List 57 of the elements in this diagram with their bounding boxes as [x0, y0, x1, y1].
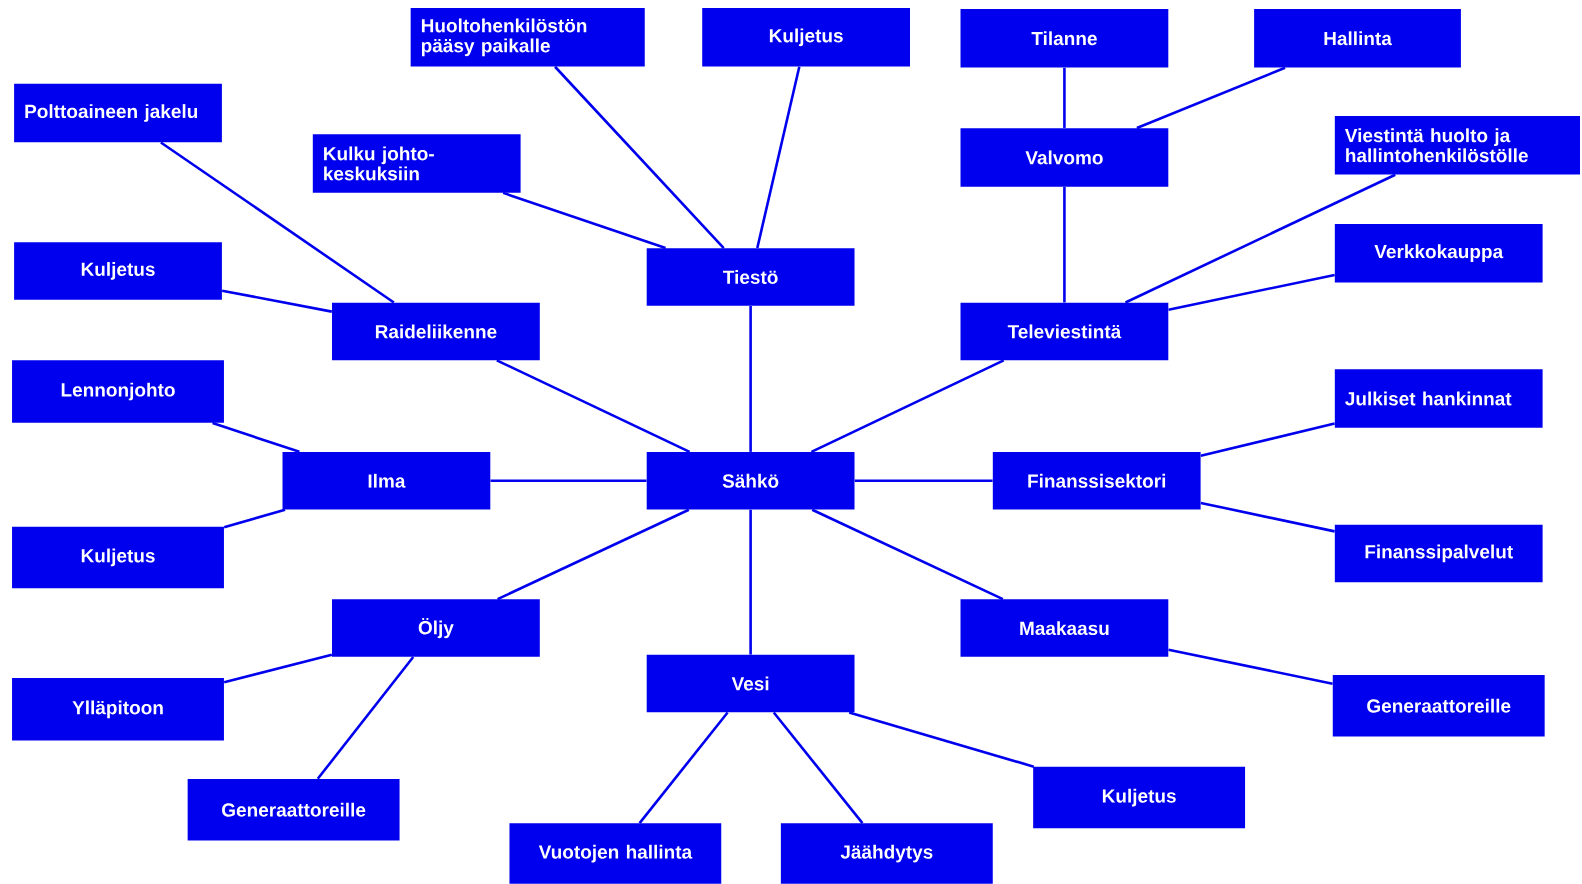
label-box: Kulku johto-keskuksiin: [312, 134, 521, 193]
label-box: Finanssipalvelut: [1334, 524, 1543, 583]
label-box: Verkkokauppa: [1334, 223, 1543, 283]
label-box: Finanssisektori: [992, 452, 1201, 510]
label-box: Kuljetus: [14, 242, 222, 300]
connector-line: [772, 711, 864, 824]
connector-line: [502, 191, 666, 250]
label-box: Vesi: [646, 654, 855, 713]
connector-line: [554, 65, 725, 249]
connector-line: [223, 653, 333, 684]
connector-line: [1168, 648, 1333, 685]
label-box: Tilanne: [960, 9, 1169, 68]
connector-line: [1124, 173, 1396, 304]
connector-line: [490, 479, 647, 483]
label-box: Kuljetus: [702, 8, 910, 67]
label-box: Sähkö: [646, 452, 855, 510]
label-box: Öljy: [332, 599, 540, 657]
label-box: Huoltohenkilöstön pääsy paikalle: [410, 8, 645, 67]
label-box: Kuljetus: [1033, 766, 1246, 829]
label-box: Televiestintä: [960, 302, 1169, 361]
connector-line: [848, 711, 1035, 768]
label-box: Ilma: [282, 452, 491, 510]
connector-line: [749, 509, 752, 655]
connector-line: [854, 479, 993, 483]
label-box: Generaattoreille: [187, 778, 400, 841]
connector-line: [638, 711, 729, 824]
connector-line: [1136, 66, 1286, 130]
connector-line: [749, 305, 752, 452]
label-box: Julkiset hankinnat: [1334, 369, 1543, 428]
connector-line: [496, 359, 691, 454]
label-box: Raideliikenne: [332, 302, 540, 361]
label-box: Generaattoreille: [1332, 674, 1545, 737]
label-box: Polttoaineen jakelu: [14, 83, 222, 143]
label-box: Valvomo: [960, 128, 1169, 187]
label-box: Lennonjohto: [12, 360, 224, 423]
label-box: Maakaasu: [960, 599, 1169, 657]
label-box: Vuotojen hallinta: [509, 823, 722, 884]
label-box: Kuljetus: [12, 526, 224, 589]
label-box: Hallinta: [1254, 9, 1461, 68]
label-box: Jäähdytys: [780, 823, 993, 884]
connector-line: [1063, 186, 1066, 303]
connector-line: [221, 289, 333, 313]
connector-line: [810, 359, 1005, 454]
connector-line: [497, 508, 690, 601]
connector-line: [1200, 501, 1335, 533]
label-box: Tiestö: [646, 248, 855, 306]
label-box: Ylläpitoon: [12, 678, 224, 741]
connector-line: [223, 508, 286, 529]
connector-line: [160, 141, 395, 304]
label-box: Viestintä huolto ja hallintohenkilöstölle: [1334, 116, 1580, 175]
connector-line: [1200, 422, 1335, 458]
connector-line: [212, 421, 300, 454]
connector-line: [756, 66, 801, 249]
connector-line: [811, 508, 1004, 601]
connector-line: [1168, 273, 1335, 311]
connector-line: [316, 656, 415, 780]
connector-line: [1063, 67, 1066, 128]
